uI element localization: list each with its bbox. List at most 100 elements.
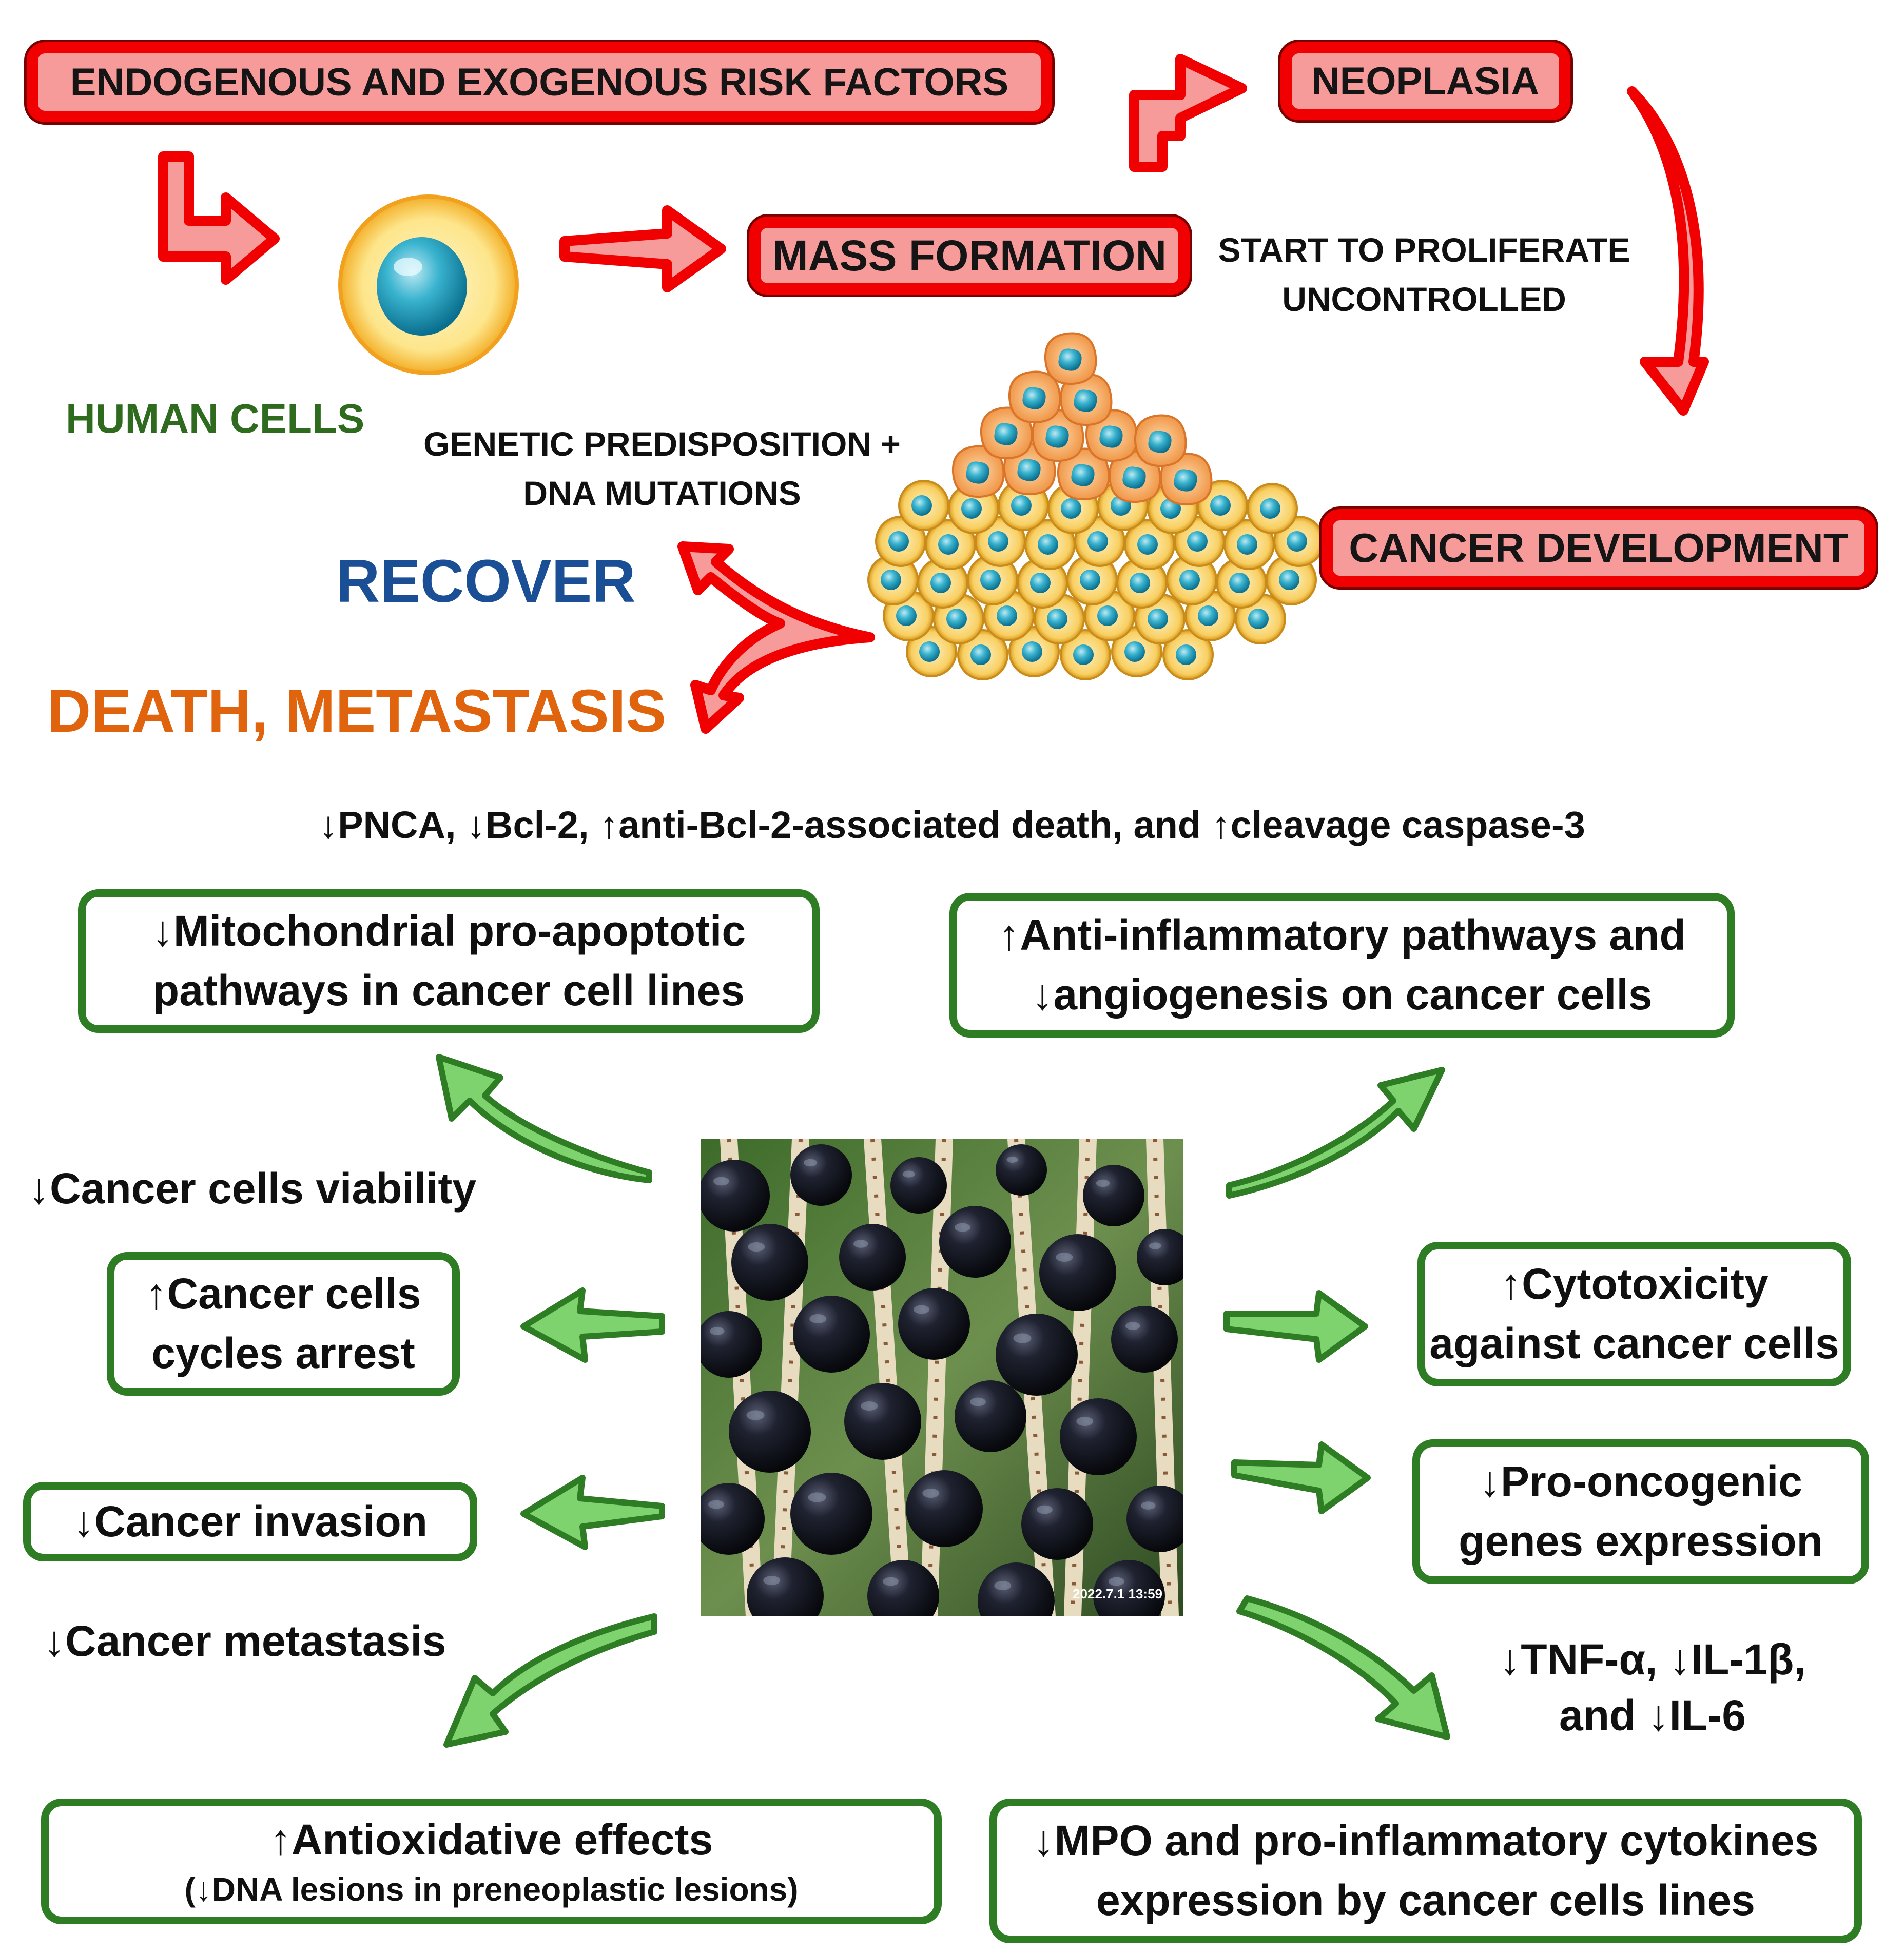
tumor-cell-icon [1247, 483, 1298, 534]
acai-berry-icon [793, 1296, 870, 1373]
green-arrow-to-oncogenic [1231, 1441, 1371, 1514]
viability-text: ↓Cancer cells viability [28, 1164, 477, 1213]
orange-tumor-cell-icon [1008, 370, 1061, 424]
orange-tumor-cell-icon [1134, 414, 1187, 467]
proliferate-caption: START TO PROLIFERATE UNCONTROLLED [1209, 226, 1640, 324]
acai-berry-icon [1039, 1234, 1116, 1311]
acai-berry-icon [996, 1314, 1078, 1396]
mass-formation-box: MASS FORMATION [749, 217, 1190, 295]
acai-berry-icon [996, 1144, 1047, 1196]
acai-berry-icon [790, 1144, 852, 1206]
genetic-caption: GENETIC PREDISPOSITION + DNA MUTATIONS [405, 420, 919, 518]
green-arrow-to-cycle [520, 1287, 665, 1363]
green-arrow-to-mito [436, 1054, 652, 1183]
mitochondrial-line1: ↓Mitochondrial pro-apoptotic [151, 907, 746, 955]
cycle-arrest-box: ↑Cancer cells cycles arrest [107, 1252, 460, 1396]
metastasis-text: ↓Cancer metastasis [44, 1617, 446, 1665]
cytokines-text: ↓TNF-α, ↓IL-1β, and ↓IL-6 [1458, 1632, 1848, 1744]
acai-berry-icon [701, 1311, 762, 1378]
mpo-line2: expression by cancer cells lines [1096, 1876, 1756, 1924]
tumor-cell-icon [1017, 557, 1068, 609]
tumor-cell-icon [867, 554, 919, 605]
human-cell-icon [338, 194, 519, 375]
risk-factors-label: ENDOGENOUS AND EXOGENOUS RISK FACTORS [70, 60, 1009, 104]
tumor-cell-icon [1266, 554, 1317, 605]
green-arrow-to-invasion [520, 1475, 665, 1550]
acai-berry-icon [701, 1160, 770, 1232]
acai-berry-photo: 2022.7.1 13:59 [701, 1139, 1183, 1616]
acai-berry-icon [729, 1391, 811, 1473]
acai-berry-icon [890, 1157, 947, 1214]
tumor-cell-icon [957, 629, 1008, 680]
red-arrow-to-cancer [1627, 86, 1709, 416]
red-arrow-to-neoplasia [1129, 54, 1247, 172]
antioxidative-line2: (↓DNA lesions in preneoplastic lesions) [184, 1870, 799, 1908]
mpo-box: ↓MPO and pro-inflammatory cytokines expr… [989, 1799, 1862, 1943]
anti-inflammatory-box: ↑Anti-inflammatory pathways and ↓angioge… [949, 893, 1735, 1038]
risk-factors-box: ENDOGENOUS AND EXOGENOUS RISK FACTORS [27, 42, 1052, 122]
cancer-development-box: CANCER DEVELOPMENT [1322, 509, 1876, 587]
cytokines-line2: and ↓IL-6 [1559, 1691, 1746, 1740]
tumor-cell-icon [898, 480, 949, 531]
acai-berry-icon [747, 1557, 824, 1616]
death-metastasis-label: DEATH, METASTASIS [47, 677, 667, 745]
neoplasia-label: NEOPLASIA [1311, 59, 1540, 103]
mpo-line1: ↓MPO and pro-inflammatory cytokines [1033, 1816, 1819, 1865]
acai-berry-icon [1083, 1165, 1144, 1226]
red-arrow-to-mass [559, 205, 726, 292]
recover-label: RECOVER [336, 548, 636, 615]
acai-berry-icon [701, 1483, 765, 1555]
tumor-cell-icon [875, 516, 926, 567]
green-arrow-to-cytokines [1236, 1595, 1450, 1740]
oncogenic-line2: genes expression [1459, 1517, 1823, 1565]
anti-inflammatory-line1: ↑Anti-inflammatory pathways and [998, 911, 1686, 960]
invasion-label: ↓Cancer invasion [73, 1497, 428, 1546]
acai-berry-icon [1093, 1560, 1165, 1616]
human-cells-label: HUMAN CELLS [66, 396, 365, 441]
acai-berry-icon [844, 1383, 921, 1460]
acai-berry-icon [906, 1470, 983, 1547]
genetic-line2: DNA MUTATIONS [523, 474, 801, 512]
orange-tumor-cell-icon [1044, 332, 1097, 385]
green-arrow-to-antioxidative [443, 1613, 657, 1748]
apoptosis-markers-text: ↓PNCA, ↓Bcl-2, ↑anti-Bcl-2-associated de… [319, 804, 1585, 846]
acai-berry-icon [939, 1206, 1011, 1278]
cytotoxicity-line2: against cancer cells [1429, 1319, 1839, 1367]
antioxidative-line1: ↑Antioxidative effects [269, 1815, 713, 1864]
neoplasia-box: NEOPLASIA [1280, 42, 1570, 120]
acai-berry-icon [898, 1288, 970, 1360]
oncogenic-box: ↓Pro-oncogenic genes expression [1412, 1439, 1869, 1584]
mass-formation-label: MASS FORMATION [772, 231, 1167, 280]
cytotoxicity-line1: ↑Cytotoxicity [1500, 1260, 1769, 1308]
proliferate-line2: UNCONTROLLED [1282, 280, 1566, 318]
cycle-arrest-line1: ↑Cancer cells [145, 1269, 421, 1318]
mitochondrial-line2: pathways in cancer cell lines [152, 966, 745, 1014]
invasion-box: ↓Cancer invasion [23, 1482, 477, 1561]
acai-berry-icon [955, 1380, 1026, 1452]
acai-berry-icon [790, 1473, 872, 1555]
orange-tumor-cell-icon [980, 406, 1033, 460]
tumor-cell-icon [1162, 629, 1214, 680]
genetic-line1: GENETIC PREDISPOSITION + [423, 425, 901, 463]
green-arrow-to-cytotoxicity [1223, 1290, 1368, 1363]
cycle-arrest-line2: cycles arrest [151, 1329, 415, 1377]
acai-berry-icon [1126, 1486, 1183, 1552]
antioxidative-box: ↑Antioxidative effects (↓DNA lesions in … [41, 1799, 942, 1924]
red-arrow-fork [677, 541, 875, 734]
acai-berry-icon [731, 1224, 808, 1301]
red-arrow-to-cell [158, 151, 280, 285]
proliferate-line1: START TO PROLIFERATE [1218, 231, 1630, 269]
acai-berry-icon [1060, 1398, 1137, 1475]
acai-berry-icon [1111, 1306, 1178, 1373]
acai-berry-icon [1021, 1488, 1093, 1560]
acai-berry-icon [978, 1562, 1055, 1616]
cancer-development-label: CANCER DEVELOPMENT [1349, 525, 1849, 571]
green-arrow-to-antiinflammatory [1226, 1067, 1445, 1199]
cytotoxicity-box: ↑Cytotoxicity against cancer cells [1417, 1242, 1851, 1386]
acai-berry-icon [867, 1560, 939, 1616]
tumor-cell-icon [1060, 629, 1111, 680]
tumor-cluster-icon [867, 332, 1325, 680]
tumor-cell-icon [1223, 519, 1275, 570]
